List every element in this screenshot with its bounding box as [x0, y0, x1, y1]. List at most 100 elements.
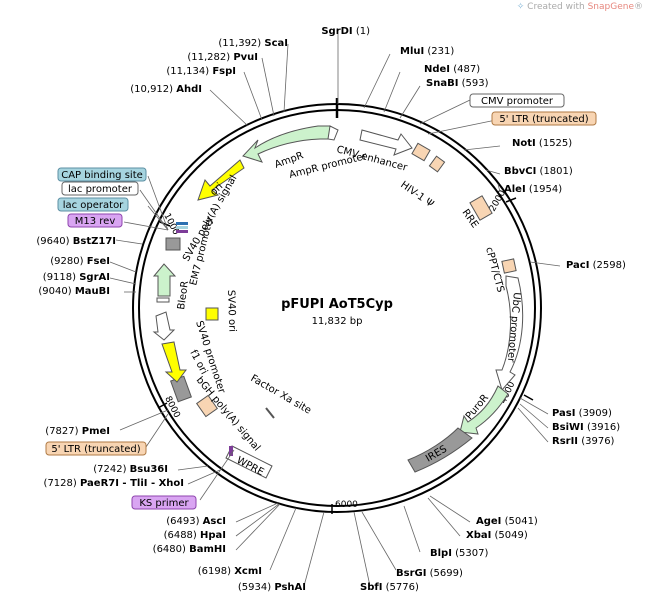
site-name: BamHI [189, 544, 226, 555]
site-position: (6480) [153, 544, 189, 555]
site-name: RsrII [552, 436, 578, 447]
sv40-polya-feature [165, 237, 181, 251]
site-position: (5041) [501, 516, 538, 527]
site-label-23: (7827) PmeI [45, 426, 110, 437]
site-position: (3976) [578, 436, 615, 447]
ampr-promoter-feature [327, 125, 339, 141]
site-position: (11,392) [218, 38, 264, 49]
site-name: SgrDI [321, 26, 352, 37]
site-position: (487) [450, 64, 480, 75]
site-label-12: XbaI (5049) [466, 530, 528, 541]
site-label-3: SnaBI (593) [426, 78, 489, 89]
site-position: (9280) [50, 256, 86, 267]
site-name: XbaI [466, 530, 491, 541]
site-position: (7128) [44, 478, 80, 489]
site-label-26: (9280) FseI [50, 256, 110, 267]
site-name: NdeI [424, 64, 450, 75]
site-position: (7827) [45, 426, 81, 437]
site-position: (10,912) [130, 84, 176, 95]
label-sv40-ori: SV40 ori [225, 290, 237, 332]
credit-text: Created with [527, 2, 588, 12]
site-position: (5776) [382, 582, 419, 593]
site-label-5: BbvCI (1801) [504, 166, 573, 177]
site-name: BsiWI [552, 422, 584, 433]
cppt-feature [501, 258, 517, 274]
site-label-22: (7242) Bsu36I [93, 464, 168, 475]
site-label-20: (6493) AscI [166, 516, 226, 527]
site-position: (3909) [575, 408, 612, 419]
site-position: (3916) [584, 422, 621, 433]
site-name: MluI [400, 46, 424, 57]
site-label-14: BsrGI (5699) [396, 568, 463, 579]
site-name: FseI [87, 256, 110, 267]
site-name: MauBI [75, 286, 110, 297]
wpre-feature [225, 445, 273, 479]
site-name: PaeR7I - TliI - XhoI [80, 478, 184, 489]
site-name: XcmI [234, 566, 262, 577]
site-labels: SgrDI (1)MluI (231)NdeI (487)SnaBI (593)… [36, 26, 626, 593]
site-label-4: NotI (1525) [512, 138, 572, 149]
site-label-15: SbfI (5776) [360, 582, 419, 593]
bgh-feature [195, 394, 219, 418]
site-label-30: (11,282) PvuI [187, 52, 258, 63]
site-name: Bsu36I [130, 464, 168, 475]
site-position: (7242) [93, 464, 129, 475]
site-position: (1801) [536, 166, 573, 177]
site-label-28: (10,912) AhdI [130, 84, 202, 95]
site-name: AgeI [476, 516, 501, 527]
site-position: (5699) [426, 568, 463, 579]
snapgene-credit: ✧ Created with SnapGene® [517, 2, 643, 12]
site-label-10: RsrII (3976) [552, 436, 615, 447]
site-position: (6493) [166, 516, 202, 527]
boxed-label-bg-4 [57, 197, 129, 212]
site-name: AscI [203, 516, 226, 527]
site-position: (5934) [238, 582, 274, 593]
label-ubc-promoter: UbC promoter [505, 292, 522, 364]
hiv-psi-feature [428, 155, 446, 173]
rre-feature [469, 195, 493, 221]
factor-xa-feature [265, 407, 275, 419]
ltr-top-feature [411, 142, 431, 162]
site-name: HpaI [200, 530, 226, 541]
site-position: (6198) [198, 566, 234, 577]
site-label-9: BsiWI (3916) [552, 422, 620, 433]
site-label-18: (6480) BamHI [153, 544, 226, 555]
boxed-label-bg-1 [491, 111, 597, 126]
site-position: (2598) [589, 260, 626, 271]
site-position: (9040) [38, 286, 74, 297]
site-label-27: (9640) BstZ17I [36, 236, 116, 247]
site-position: (5307) [452, 548, 489, 559]
site-name: SnaBI [426, 78, 458, 89]
site-name: BbvCI [504, 166, 536, 177]
wpre-mark [229, 446, 233, 456]
tick-label-6000: 6000 [335, 500, 358, 510]
boxed-label-bg-5 [67, 213, 123, 228]
boxed-label-2: CAP binding site [61, 170, 143, 181]
site-label-7: PacI (2598) [566, 260, 626, 271]
site-name: PmeI [82, 426, 110, 437]
site-label-19: (6488) HpaI [164, 530, 226, 541]
f1-ori-arrow-feature [161, 341, 187, 383]
site-position: (5049) [491, 530, 528, 541]
site-leaders [109, 34, 561, 587]
label-bleor: BleoR [176, 280, 191, 310]
puror-feature [459, 385, 509, 435]
site-position: (9118) [43, 272, 79, 283]
site-position: (11,134) [166, 66, 212, 77]
label-hiv-psi: HIV-1 Ψ [398, 179, 435, 210]
site-name: PacI [566, 260, 589, 271]
site-name: PvuI [233, 52, 258, 63]
site-label-16: (5934) PshAI [238, 582, 306, 593]
sv40-ori-feature [205, 307, 219, 321]
site-label-1: MluI (231) [400, 46, 454, 57]
cmv-enhancer-feature [359, 129, 413, 156]
boxed-label-bg-3 [61, 181, 139, 196]
em7-feature [156, 297, 170, 303]
boxed-label-bg-0 [469, 93, 565, 108]
sv40-promoter-feature [152, 311, 176, 341]
boxed-label-5: M13 rev [75, 216, 116, 227]
boxed-label-0: CMV promoter [481, 96, 554, 107]
site-label-21: (7128) PaeR7I - TliI - XhoI [44, 478, 184, 489]
ori-feature [197, 159, 245, 201]
